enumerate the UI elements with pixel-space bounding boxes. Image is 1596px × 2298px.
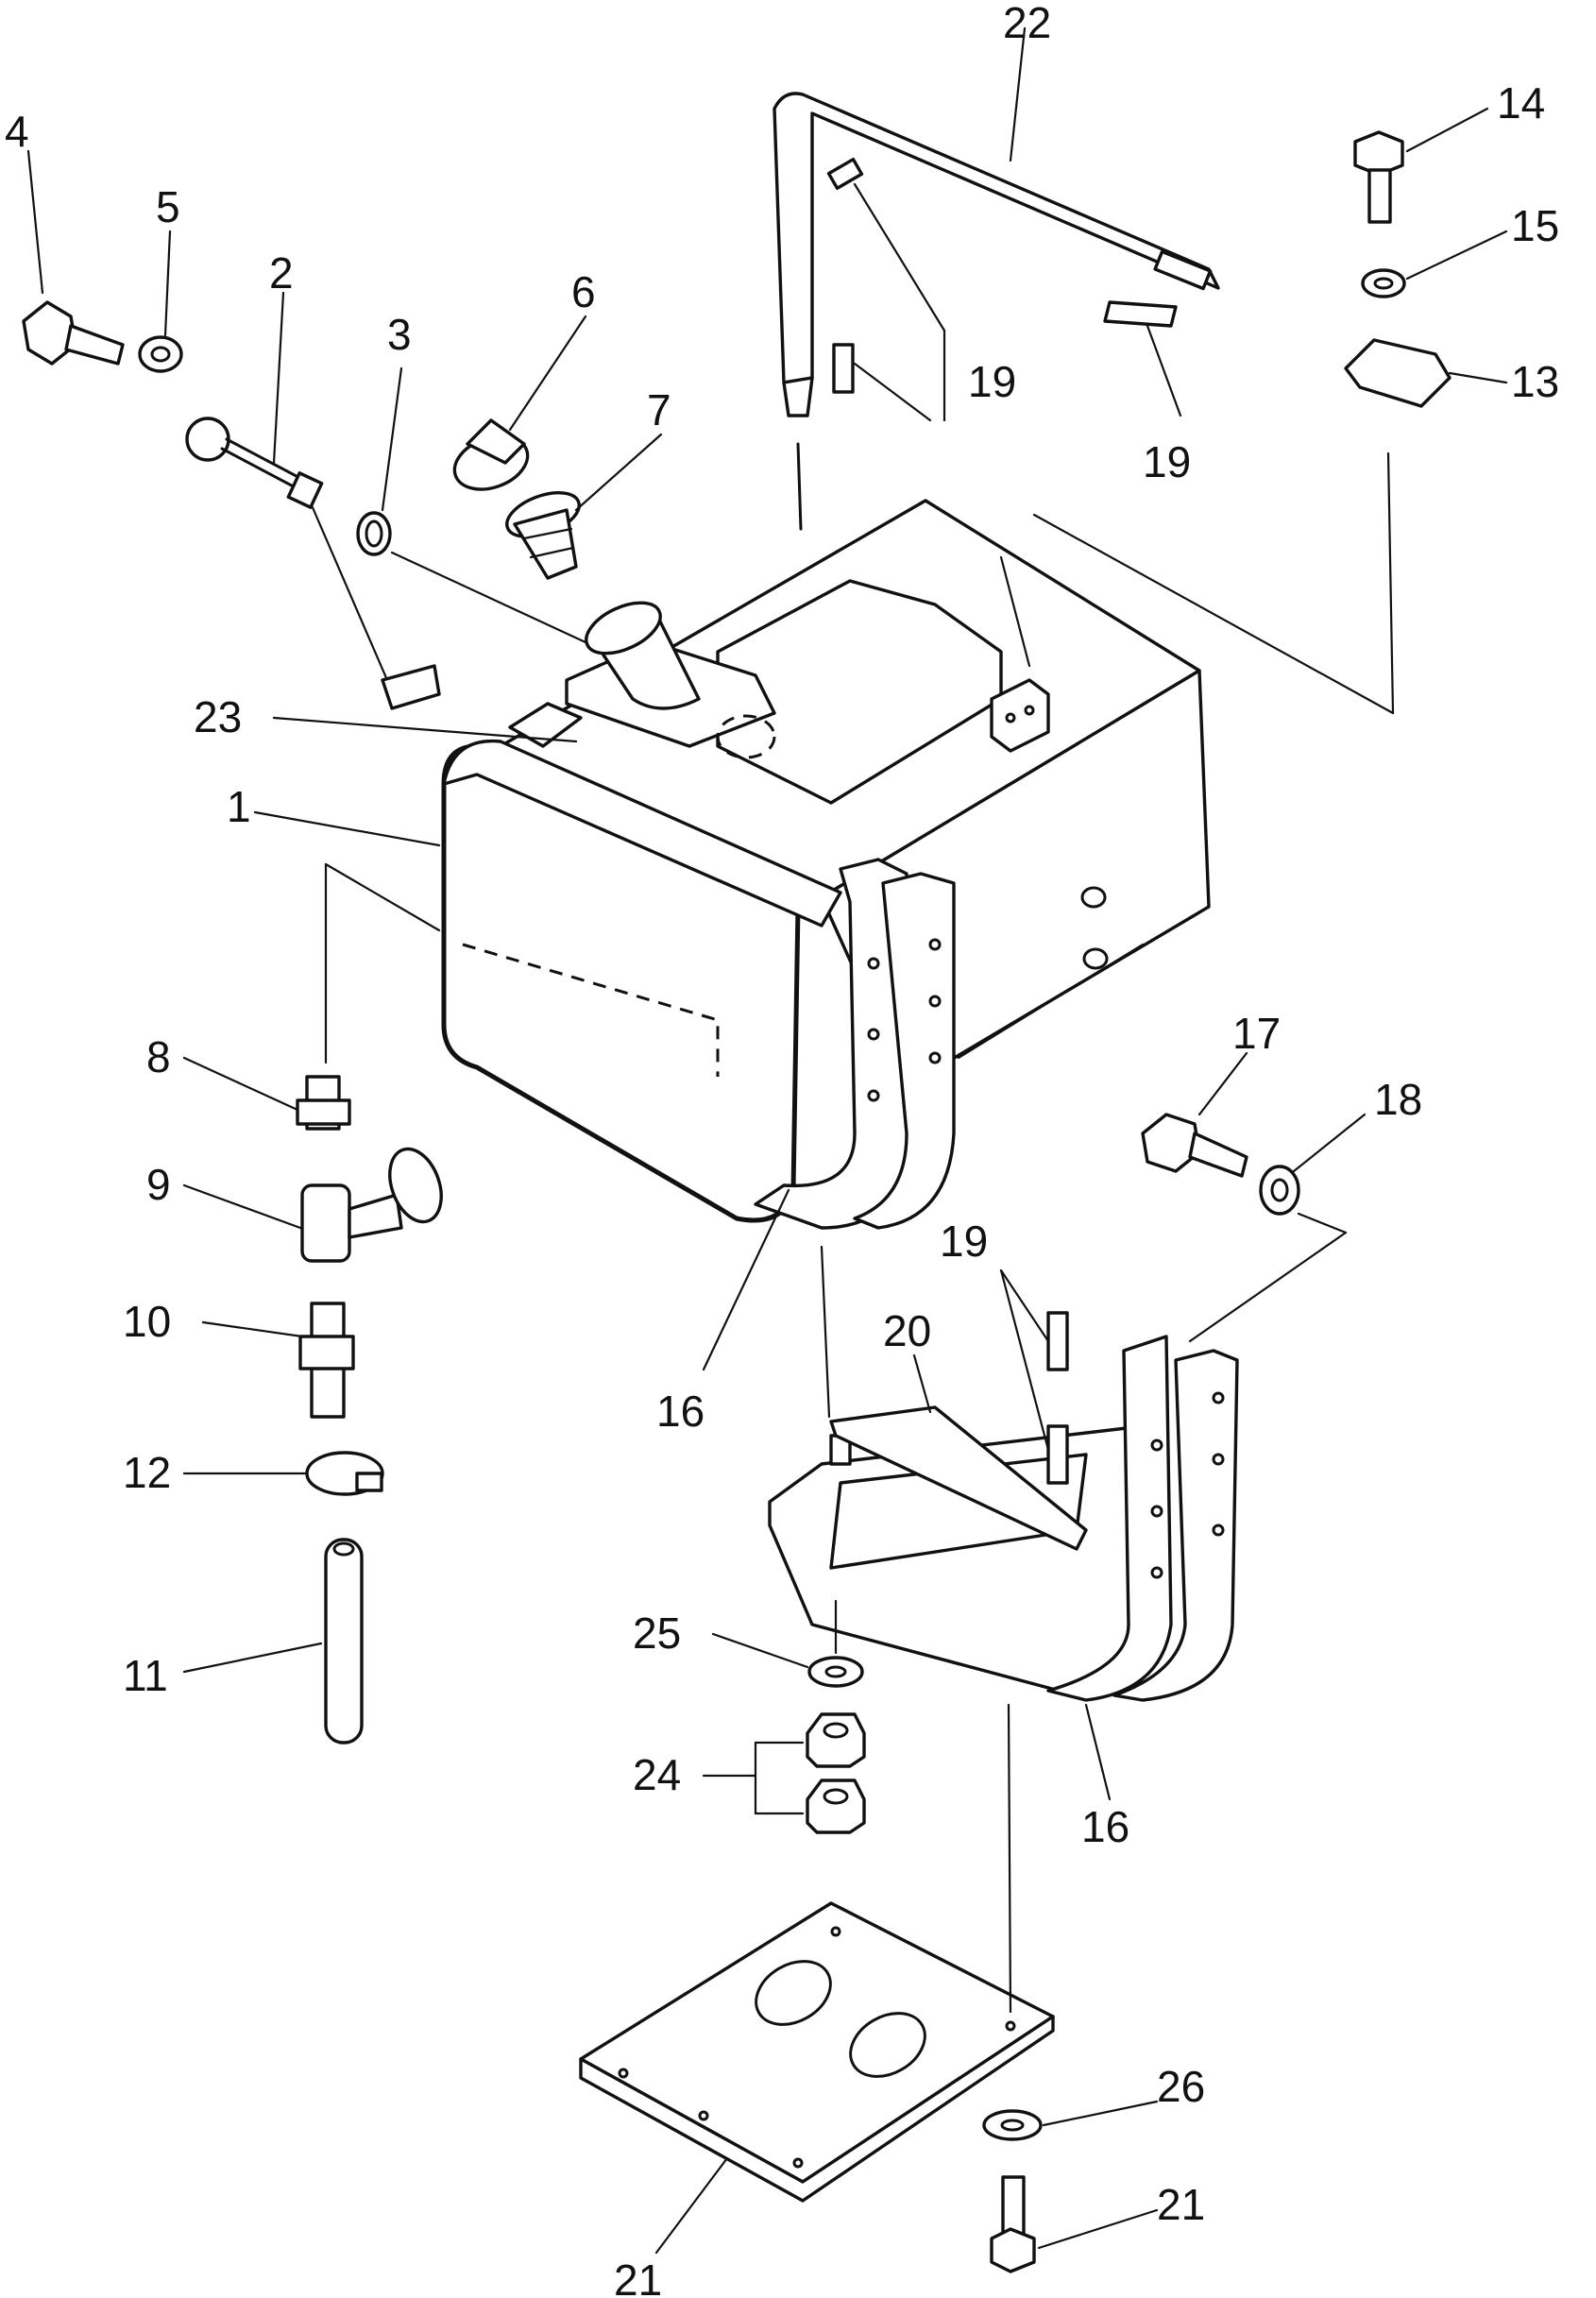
- callout-19-c: 19: [940, 1217, 988, 1266]
- callout-1: 1: [227, 782, 251, 831]
- callouts: 22 14 15 13 19 19 4 5 2 3 6 7 23 1 8 9 1…: [5, 0, 1559, 2298]
- callout-21-top: 22: [1003, 0, 1051, 47]
- hose-11: [324, 1538, 364, 1745]
- clip-13: [1344, 338, 1452, 408]
- washer-23: [807, 1656, 864, 1688]
- strap-front: [754, 858, 956, 1230]
- callout-6: 6: [571, 267, 596, 316]
- pad-19a: [826, 158, 864, 394]
- callout-10: 10: [123, 1297, 171, 1346]
- bolt-14: [1353, 130, 1404, 224]
- callout-19-a: 19: [968, 357, 1016, 406]
- strap-lower-16: [1046, 1335, 1239, 1702]
- callout-20: 20: [883, 1306, 931, 1355]
- callout-21-b: 23: [194, 692, 242, 741]
- callout-3: 3: [387, 310, 412, 359]
- callout-5: 5: [156, 182, 180, 231]
- nuts-22: [806, 1712, 866, 1834]
- strap-top: [773, 92, 1220, 531]
- filler-neck: [585, 601, 701, 710]
- callout-8: 8: [146, 1032, 171, 1081]
- callout-15: 15: [1511, 201, 1559, 250]
- pad-19b: [1103, 300, 1178, 328]
- fitting-10: [298, 1302, 355, 1419]
- pad-19c: [1046, 1311, 1069, 1485]
- hose-clamp-12: [305, 1451, 384, 1496]
- callout-16-a: 16: [656, 1387, 705, 1436]
- callout-12: 12: [123, 1448, 171, 1497]
- o-ring: [356, 511, 392, 556]
- pad-20: [829, 1405, 1088, 1551]
- callout-4: 4: [5, 107, 29, 156]
- callout-16-b: 16: [1081, 1802, 1129, 1851]
- callout-9: 9: [146, 1160, 171, 1209]
- bolt-4: [22, 300, 125, 366]
- strainer: [505, 491, 581, 580]
- leader-lines: [26, 26, 1508, 2255]
- callout-11: 11: [123, 1651, 168, 1700]
- callout-2: 2: [269, 248, 294, 298]
- callout-22: 24: [633, 1750, 681, 1799]
- drain-valve-9: [300, 1147, 443, 1263]
- fitting-8: [296, 1075, 351, 1131]
- callout-13: 13: [1511, 357, 1559, 406]
- washer-5: [138, 335, 183, 373]
- callout-19-b: 19: [1143, 437, 1191, 486]
- callout-25: 21: [1157, 2180, 1205, 2229]
- filler-cap: [452, 418, 530, 491]
- callout-17: 17: [1232, 1009, 1281, 1058]
- callout-24: 21: [614, 2255, 662, 2298]
- callout-7: 7: [647, 385, 671, 434]
- callout-18: 18: [1374, 1075, 1422, 1124]
- washer-26: [982, 2109, 1043, 2141]
- washer-18: [1259, 1165, 1300, 1216]
- fuel-gauge-rod: [185, 417, 441, 710]
- bolt-25: [990, 2175, 1036, 2273]
- callout-26: 26: [1157, 2062, 1205, 2111]
- fuel-tank: [441, 499, 1211, 1223]
- callout-14: 14: [1497, 78, 1545, 128]
- bottom-plate-24: [579, 1901, 1055, 2203]
- bolt-17: [1141, 1113, 1248, 1178]
- callout-23: 25: [633, 1609, 681, 1658]
- washer-15: [1361, 268, 1406, 298]
